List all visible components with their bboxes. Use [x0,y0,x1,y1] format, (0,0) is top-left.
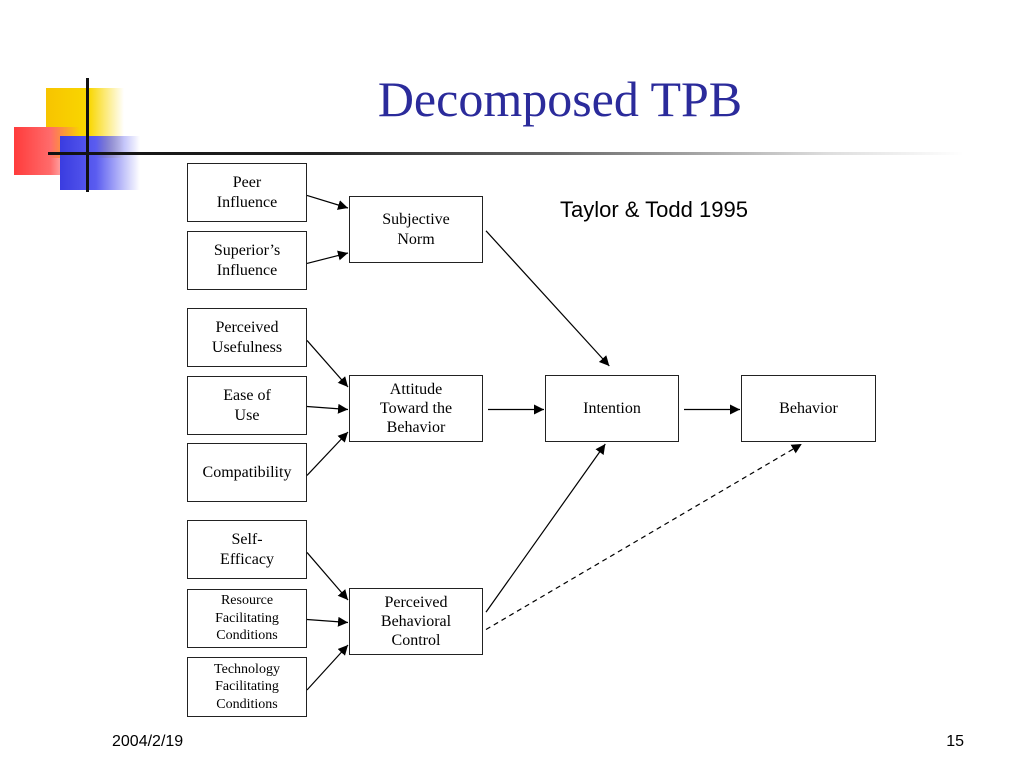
arrow-peer-influence-to-subjective-norm [306,194,349,210]
slide-date: 2004/2/19 [112,733,184,750]
node-self-efficacy: Self- Efficacy [187,520,307,579]
node-perceived-behavioral-control: Perceived Behavioral Control [349,588,483,655]
arrow-compatibility-to-attitude [306,431,349,476]
slide-title: Decomposed TPB [377,71,743,127]
node-compatibility: Compatibility [187,443,307,502]
node-subjective-norm: Subjective Norm [349,196,483,263]
arrow-ease-of-use-to-attitude [306,403,349,414]
citation: Taylor & Todd 1995 [560,197,748,222]
arrow-subjective-norm-to-intention [485,230,610,367]
node-intention: Intention [545,375,679,442]
title-underline [48,152,964,155]
decor-blue-square [60,136,140,190]
arrow-resource-facilitating-to-perceived-behavioral-control [306,616,349,627]
node-technology-facilitating-conditions: Technology Facilitating Conditions [187,657,307,717]
slide-page-number: 15 [946,733,964,750]
arrow-perceived-behavioral-control-to-intention [485,443,606,613]
node-superiors-influence: Superior’s Influence [187,231,307,290]
arrow-technology-facilitating-to-perceived-behavioral-control [306,644,349,691]
arrow-self-efficacy-to-perceived-behavioral-control [306,552,349,601]
node-attitude-toward-behavior: Attitude Toward the Behavior [349,375,483,442]
node-perceived-usefulness: Perceived Usefulness [187,308,307,367]
arrow-perceived-behavioral-control-to-behavior [485,443,803,631]
node-behavior: Behavior [741,375,876,442]
node-peer-influence: Peer Influence [187,163,307,222]
arrow-superiors-influence-to-subjective-norm [306,250,349,265]
node-ease-of-use: Ease of Use [187,376,307,435]
decor-vertical-line [86,78,89,192]
node-resource-facilitating-conditions: Resource Facilitating Conditions [187,589,307,648]
arrow-perceived-usefulness-to-attitude [306,340,349,388]
